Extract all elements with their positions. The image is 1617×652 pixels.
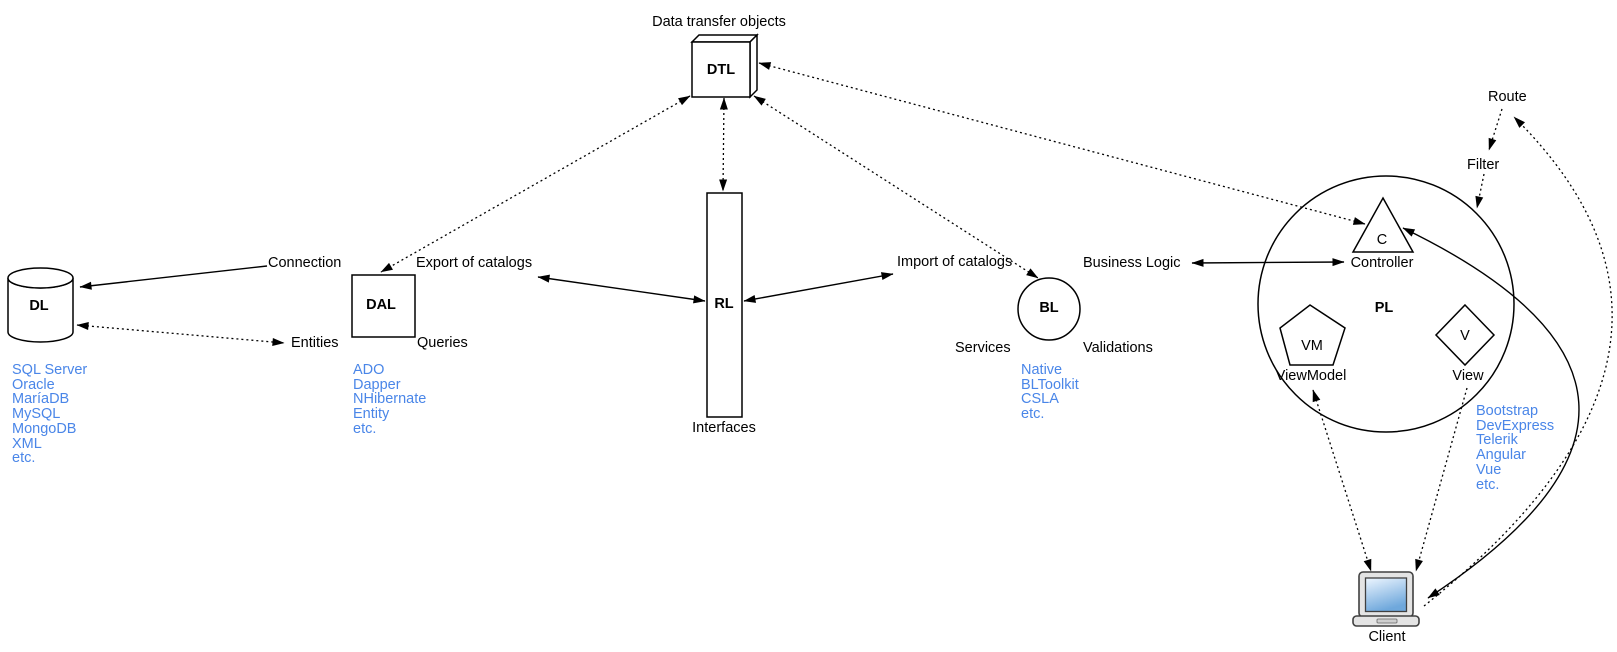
arrow-dtl-bl	[753, 95, 1039, 279]
bl-technology-list: Native BLToolkit CSLA etc.	[1021, 363, 1079, 422]
viewmodel-pentagon[interactable]	[1279, 304, 1346, 366]
list-item: Telerik	[1476, 432, 1518, 449]
arrow-view-client	[1415, 387, 1468, 572]
list-item: Oracle	[12, 376, 55, 393]
route-label: Route	[1488, 89, 1527, 105]
dal-square[interactable]	[351, 274, 416, 338]
list-item: BLToolkit	[1021, 376, 1079, 393]
view-diamond[interactable]	[1434, 303, 1496, 367]
view-shape-label: V	[1460, 328, 1470, 344]
list-item: ADO	[353, 362, 385, 378]
list-item: MySQL	[12, 406, 61, 423]
viewmodel-caption: ViewModel	[1276, 368, 1347, 384]
list-item: Bootstrap	[1476, 403, 1539, 419]
list-item: MongoDB	[12, 420, 77, 437]
list-item: Native	[1021, 362, 1063, 378]
viewmodel-shape-label: VM	[1301, 338, 1323, 354]
connection-label: Connection	[268, 255, 341, 271]
client-laptop-icon[interactable]	[1352, 571, 1420, 627]
pl-label: PL	[1375, 300, 1394, 316]
client-caption: Client	[1368, 629, 1405, 645]
controller-caption: Controller	[1351, 255, 1414, 271]
arrow-client-route	[1423, 116, 1613, 607]
arrow-import-of-catalogs-rl-bl	[743, 272, 894, 303]
list-item: Dapper	[353, 376, 401, 393]
list-item: SQL Server	[12, 362, 88, 378]
cylinder-top-rim	[7, 267, 74, 289]
list-item: etc.	[1021, 406, 1045, 423]
list-item: XML	[12, 435, 42, 452]
diagram-title: Data transfer objects	[652, 14, 786, 30]
arrow-client-viewmodel	[1312, 389, 1372, 572]
arrow-route-filter	[1488, 108, 1503, 151]
dal-technology-list: ADO Dapper NHibernate Entity etc.	[353, 363, 426, 437]
dtl-label: DTL	[707, 62, 735, 78]
controller-shape-label: C	[1377, 232, 1387, 248]
list-item: MaríaDB	[12, 391, 70, 408]
view-caption: View	[1452, 368, 1484, 384]
import-of-catalogs-label: Import of catalogs	[897, 254, 1012, 270]
laptop-screen	[1364, 577, 1408, 613]
list-item: etc.	[353, 420, 377, 437]
list-item: DevExpress	[1476, 417, 1555, 434]
bl-label: BL	[1039, 300, 1058, 316]
arrow-entities-dl-dal	[76, 322, 285, 346]
list-item: Angular	[1476, 447, 1526, 464]
list-item: etc.	[1476, 476, 1500, 493]
cube-top-face	[690, 34, 759, 43]
list-item: Entity	[353, 406, 390, 423]
rl-rectangle[interactable]	[706, 192, 743, 418]
list-item: CSLA	[1021, 391, 1059, 408]
arrow-business-logic-controller	[1191, 258, 1345, 267]
queries-label: Queries	[417, 335, 468, 351]
dl-database-cylinder[interactable]	[7, 267, 74, 343]
arrow-filter-controller	[1475, 173, 1485, 209]
list-item: NHibernate	[353, 391, 427, 408]
pl-presentation-layer-circle[interactable]	[1257, 175, 1515, 433]
arrow-connection-dal-to-dl	[79, 265, 268, 290]
arrow-export-of-catalogs-dal-rl	[537, 274, 706, 304]
controller-triangle[interactable]	[1351, 196, 1415, 253]
validations-label: Validations	[1083, 340, 1153, 356]
dal-label: DAL	[366, 297, 396, 313]
dtl-cube[interactable]	[690, 33, 759, 99]
export-of-catalogs-label: Export of catalogs	[416, 255, 532, 271]
interfaces-caption: Interfaces	[692, 420, 756, 436]
business-logic-label: Business Logic	[1083, 255, 1181, 271]
rl-label: RL	[714, 296, 733, 312]
dl-label: DL	[29, 298, 48, 314]
dl-technology-list: SQL Server Oracle MaríaDB MySQL MongoDB …	[12, 363, 87, 466]
arrow-dtl-controller	[758, 62, 1366, 225]
bl-circle[interactable]	[1017, 277, 1081, 341]
arrow-dtl-dal	[380, 95, 691, 273]
cube-right-face	[749, 33, 758, 99]
list-item: Vue	[1476, 461, 1502, 478]
cube-front-face	[691, 41, 751, 98]
filter-label: Filter	[1467, 157, 1499, 173]
list-item: etc.	[12, 450, 36, 467]
arrow-dtl-rl	[719, 97, 728, 192]
entities-label: Entities	[291, 335, 339, 351]
services-label: Services	[955, 340, 1011, 356]
pl-technology-list: Bootstrap DevExpress Telerik Angular Vue…	[1476, 404, 1554, 492]
laptop-touchpad-notch	[1376, 618, 1398, 624]
arrow-controller-client	[1402, 227, 1580, 599]
